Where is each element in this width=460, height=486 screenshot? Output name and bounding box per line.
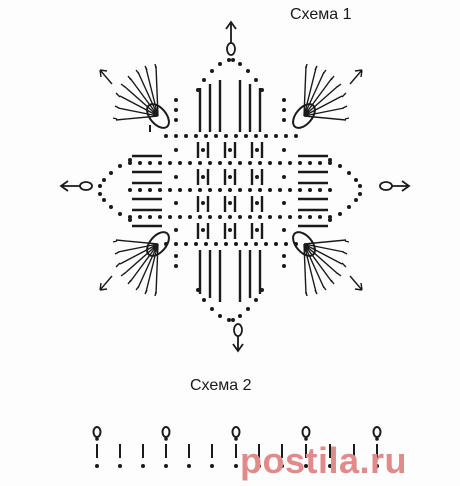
scheme-2-stitch-bars [96, 444, 378, 458]
bottom-arm-chain [196, 288, 264, 322]
top-picot-arrow [225, 20, 237, 56]
watermark-logo: postila.ru [240, 440, 408, 481]
scheme-1-title: Схема 1 [290, 6, 352, 23]
scheme-2-title: Схема 2 [190, 377, 252, 394]
corner-fan-bottom-right [292, 231, 363, 297]
left-arm-chain [98, 158, 132, 222]
corner-fan-top-right [292, 63, 363, 129]
right-picot-arrow [379, 180, 411, 192]
right-arm-chain [328, 158, 362, 222]
corner-fan-bottom-left [99, 231, 170, 297]
left-picot-arrow [59, 180, 93, 192]
scheme-2-picots [92, 426, 382, 438]
bottom-picot-arrow [232, 323, 244, 353]
scheme-2-chain-dots [95, 437, 379, 468]
corner-fan-top-left [99, 63, 170, 132]
top-arm-chain [196, 58, 264, 92]
center-grid [128, 80, 332, 302]
